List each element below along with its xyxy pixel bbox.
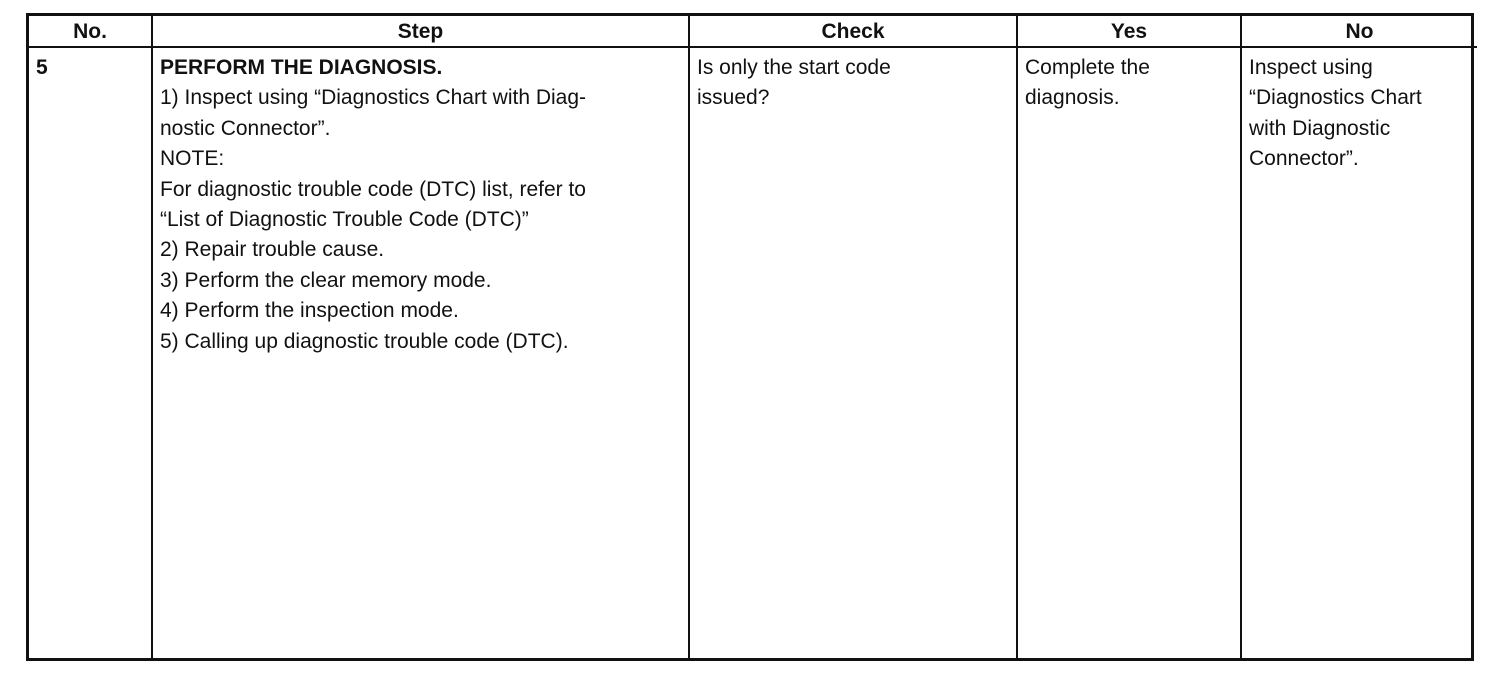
row-number: 5 [29, 46, 153, 658]
yes-line: diagnosis. [1025, 86, 1120, 110]
table-row: 5 PERFORM THE DIAGNOSIS. 1) Inspect usin… [29, 46, 1477, 658]
yes-cell: Complete the diagnosis. [1016, 46, 1242, 658]
diagnostic-table-frame: No. Step Check Yes No 5 PERFORM THE DIAG… [26, 13, 1477, 661]
check-line: issued? [697, 86, 770, 110]
header-no-result: No [1240, 16, 1477, 48]
step-line: “List of Diagnostic Trouble Code (DTC)” [160, 208, 529, 232]
check-line: Is only the start code [697, 56, 891, 79]
step-line: 2) Repair trouble cause. [160, 238, 385, 262]
check-cell: Is only the start code issued? [688, 46, 1018, 658]
step-line: For diagnostic trouble code (DTC) list, … [160, 177, 586, 201]
header-step: Step [151, 16, 690, 48]
header-no: No. [29, 16, 153, 48]
header-yes: Yes [1016, 16, 1242, 48]
step-line: 3) Perform the clear memory mode. [160, 268, 492, 292]
step-title: PERFORM THE DIAGNOSIS. [160, 56, 443, 79]
step-line: NOTE: [160, 147, 225, 171]
table-header-row: No. Step Check Yes No [29, 16, 1477, 48]
no-line: Connector”. [1249, 147, 1359, 171]
no-result-cell: Inspect using “Diagnostics Chart with Di… [1240, 46, 1477, 658]
no-line: Inspect using [1249, 56, 1373, 79]
no-line: with Diagnostic [1249, 116, 1391, 140]
step-cell: PERFORM THE DIAGNOSIS. 1) Inspect using … [151, 46, 690, 658]
yes-line: Complete the [1025, 56, 1150, 79]
step-line: 5) Calling up diagnostic trouble code (D… [160, 329, 569, 353]
step-line: 1) Inspect using “Diagnostics Chart with… [160, 86, 587, 110]
header-check: Check [688, 16, 1018, 48]
diagnostic-table: No. Step Check Yes No 5 PERFORM THE DIAG… [29, 16, 1477, 658]
no-line: “Diagnostics Chart [1249, 86, 1422, 110]
step-line: nostic Connector”. [160, 116, 331, 140]
step-line: 4) Perform the inspection mode. [160, 299, 459, 323]
